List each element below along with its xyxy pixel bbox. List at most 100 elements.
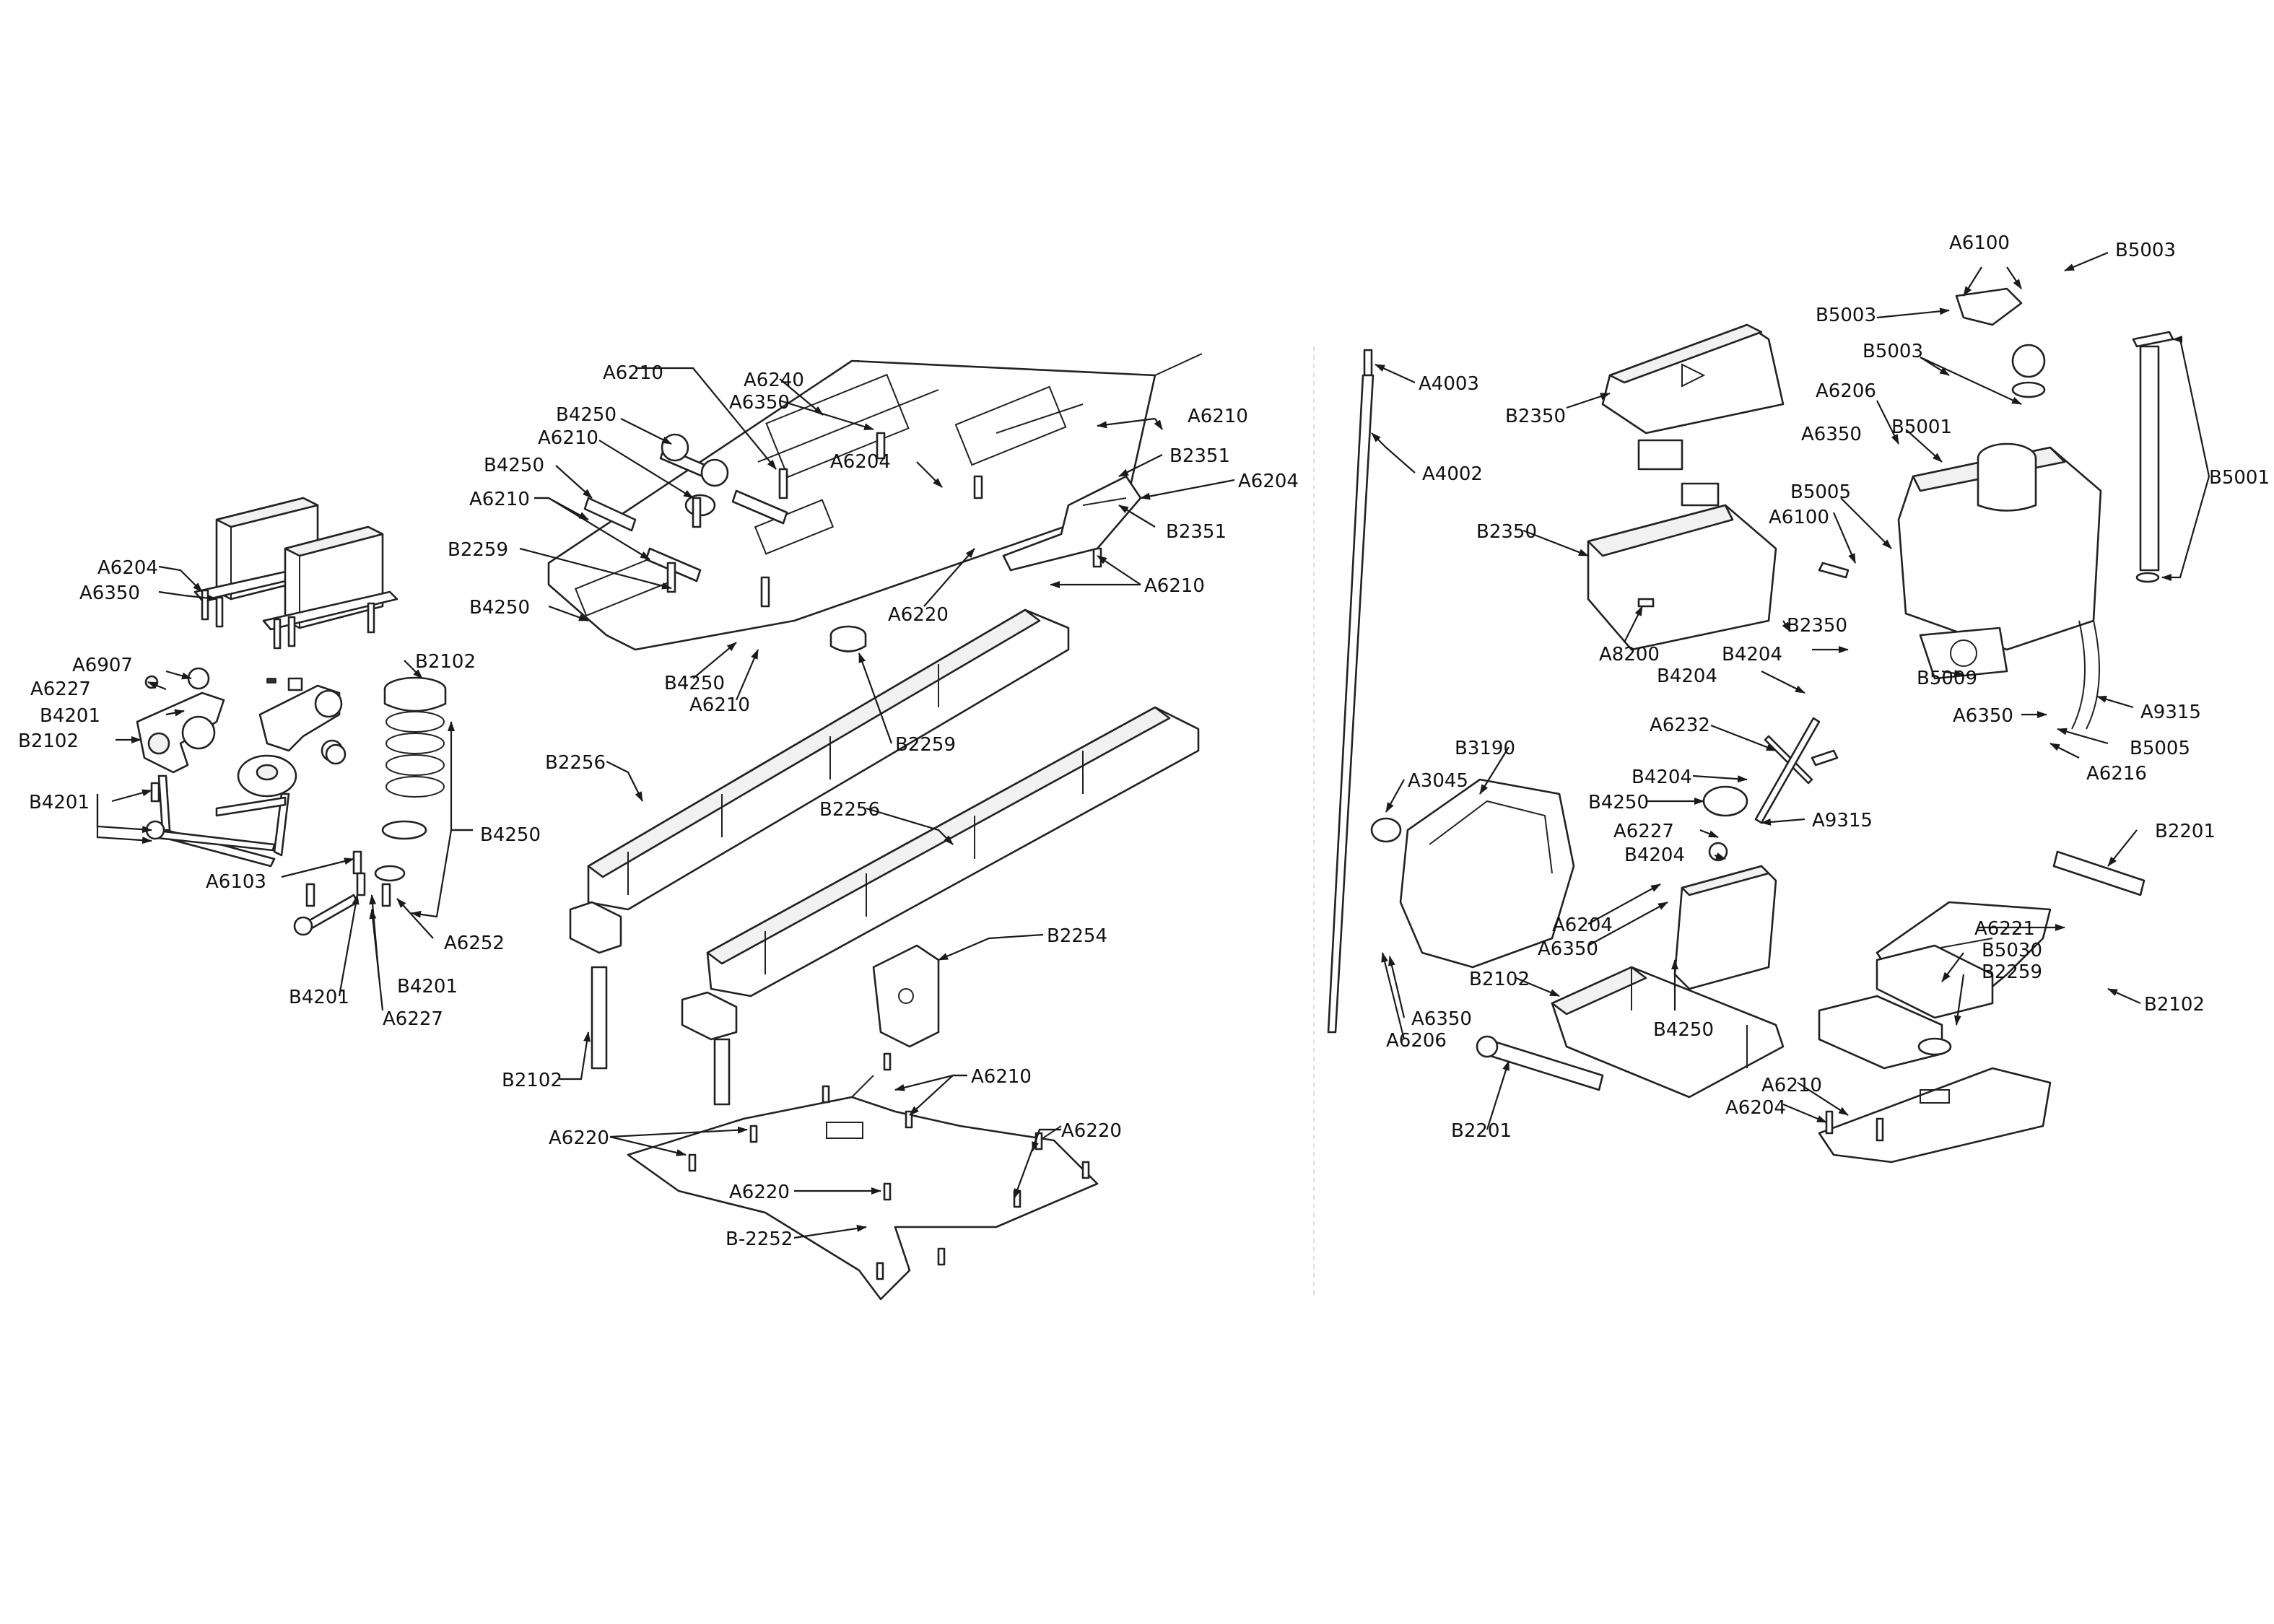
- grommet-b2259: [829, 625, 867, 652]
- label-b5005-b: B5005: [2130, 738, 2190, 759]
- label-a6210-r: A6210: [1761, 1075, 1822, 1096]
- fuel-tank: [1897, 442, 2102, 651]
- servo-saver-spring: [374, 676, 447, 882]
- label-a6204-c2: A6204: [830, 451, 891, 473]
- label-b4204-d: B4204: [1624, 844, 1685, 866]
- label-b4250-r: B4250: [1588, 792, 1649, 813]
- label-b5003-top: B5003: [2115, 240, 2176, 261]
- fuel-lines: [2071, 620, 2100, 730]
- label-b2102-r: B2102: [1469, 969, 1530, 990]
- label-b2102-c: B2102: [502, 1070, 562, 1091]
- label-a6206-r: A6206: [1386, 1030, 1447, 1052]
- label-b2201-top: B2201: [2155, 821, 2216, 842]
- bottom-plate-b2252: [627, 1075, 1099, 1301]
- label-b4250-c1: B4250: [556, 404, 617, 426]
- label-a6100-top: A6100: [1949, 232, 2010, 254]
- label-b2254: B2254: [1047, 925, 1107, 947]
- fuel-filter: [1919, 627, 2008, 680]
- label-a6240: A6240: [744, 370, 804, 391]
- label-b4250-c4: B4250: [664, 673, 725, 694]
- label-a6350-c: A6350: [729, 392, 790, 414]
- receiver-box-lid: [1601, 323, 1785, 435]
- label-a6100-mid: A6100: [1769, 507, 1829, 528]
- label-a6227-r: A6227: [1613, 821, 1674, 842]
- label-b2102-rr: B2102: [2144, 994, 2205, 1016]
- label-a6204-r2: A6204: [1725, 1097, 1786, 1119]
- label-b2252: B-2252: [726, 1228, 793, 1250]
- label-b5009: B5009: [1917, 668, 1977, 689]
- label-a6227-l2: A6227: [383, 1008, 443, 1030]
- label-a6210-2: A6210: [538, 427, 598, 449]
- label-a6220-d: A6220: [729, 1182, 790, 1203]
- bellcrank-left: [136, 691, 225, 774]
- label-a6907: A6907: [72, 655, 133, 676]
- rod-parts: [1754, 562, 1850, 824]
- label-b2259-c2: B2259: [895, 734, 956, 756]
- front-bulkhead-b2254: [872, 944, 940, 1048]
- radio-tray-posts: [666, 432, 1102, 608]
- label-a6350-top: A6350: [1801, 424, 1862, 445]
- label-a4003: A4003: [1419, 373, 1479, 395]
- callouts: A4003 A4002 A6100 B5003 B5003 B5003 B500…: [18, 232, 2270, 1250]
- label-a6103: A6103: [206, 871, 266, 893]
- label-b2350-mid: B2350: [1476, 521, 1537, 543]
- engine-flywheel-cover-b3190: [1370, 778, 1575, 969]
- label-b4250-r2: B4250: [1653, 1019, 1714, 1041]
- label-a6227-l: A6227: [30, 678, 91, 700]
- label-b2259-r: B2259: [1982, 961, 2042, 983]
- fuel-cap: [1955, 287, 2046, 398]
- label-b4250-c2: B4250: [484, 455, 544, 476]
- label-b5001-right: B5001: [2209, 467, 2270, 489]
- label-b5005-a: B5005: [1790, 481, 1851, 503]
- label-b2256-a: B2256: [545, 752, 606, 774]
- label-a6204-l: A6204: [97, 557, 158, 579]
- label-b4250-l: B4250: [480, 824, 541, 846]
- label-b5030: B5030: [1982, 940, 2042, 961]
- label-b4201-c: B4201: [289, 987, 349, 1008]
- label-a9315-b: A9315: [1812, 810, 1873, 831]
- label-b4204-b: B4204: [1657, 665, 1717, 687]
- label-a6210-5: A6210: [1144, 575, 1205, 597]
- label-b4204-c: B4204: [1632, 767, 1692, 788]
- servo-saver-disc: [237, 754, 297, 798]
- antenna-tube: [1327, 349, 1375, 1034]
- label-a6220-c: A6220: [888, 604, 949, 626]
- label-a6350-l: A6350: [79, 582, 140, 604]
- label-b2201-bot: B2201: [1451, 1120, 1512, 1142]
- label-b3190: B3190: [1455, 738, 1515, 759]
- label-a6350-r2: A6350: [1538, 938, 1598, 960]
- servo-screws: [201, 589, 375, 650]
- label-a6210-3: A6210: [1188, 406, 1248, 427]
- grommet-b2259-right: [1917, 1037, 1952, 1056]
- label-b4201-a: B4201: [40, 705, 100, 727]
- label-a6232: A6232: [1650, 715, 1710, 736]
- label-b2102-l2: B2102: [18, 730, 79, 752]
- label-a3045: A3045: [1408, 770, 1468, 792]
- label-a8200: A8200: [1599, 644, 1660, 665]
- label-b5003-left: B5003: [1816, 305, 1876, 326]
- posts-b2102: [591, 966, 731, 1106]
- label-b2350-rod: B2350: [1787, 615, 1847, 637]
- label-b4250-c3: B4250: [469, 597, 530, 619]
- label-a6221: A6221: [1974, 918, 2035, 940]
- label-a6210-1: A6210: [603, 362, 663, 384]
- label-b4201-b: B4201: [29, 792, 90, 813]
- leader-lines: [96, 251, 2210, 1239]
- bracket-plate-right: [1818, 1067, 2052, 1164]
- label-a6206-top: A6206: [1816, 380, 1876, 402]
- steering-rods: [145, 774, 359, 936]
- label-a9315-a: A9315: [2140, 702, 2201, 723]
- label-a6350-r3: A6350: [1411, 1008, 1472, 1030]
- label-a6252: A6252: [444, 933, 505, 954]
- label-a6210-7: A6210: [971, 1066, 1032, 1088]
- plate-screws: [688, 1052, 1090, 1280]
- fuel-pressure-line: [2132, 331, 2174, 583]
- label-b4204-a: B4204: [1722, 644, 1782, 665]
- label-b2351-b: B2351: [1166, 521, 1227, 543]
- blocks-b5030: [1818, 944, 1994, 1070]
- label-b2351-a: B2351: [1169, 445, 1230, 467]
- label-a6210-6: A6210: [689, 694, 750, 716]
- label-b5001: B5001: [1891, 416, 1952, 438]
- label-b2350-top: B2350: [1505, 406, 1566, 427]
